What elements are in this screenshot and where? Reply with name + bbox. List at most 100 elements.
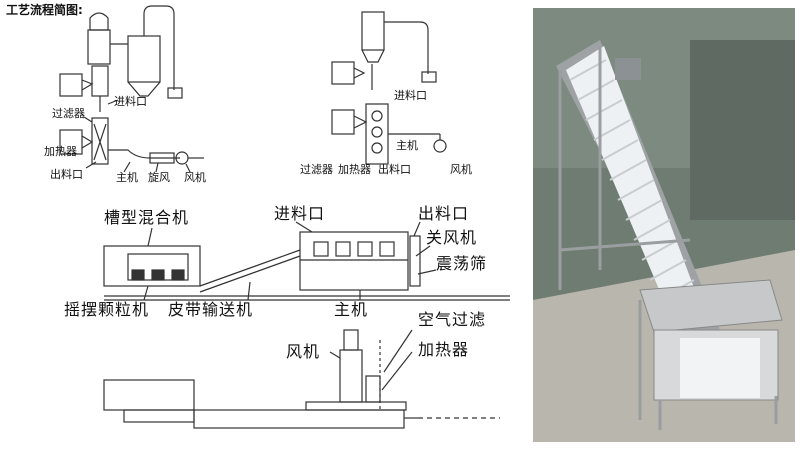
main-b-port1 <box>371 110 383 122</box>
separator-cone <box>127 81 161 97</box>
drive-unit <box>103 379 195 411</box>
diagram-b <box>331 11 447 165</box>
leader-main <box>123 161 131 173</box>
label-air-filter: 空气过滤 <box>418 310 487 329</box>
leader-inlet <box>295 221 313 233</box>
mixer <box>103 245 201 287</box>
leader-outlet <box>85 161 97 169</box>
drive-base <box>123 409 195 423</box>
dryer-window-3 <box>357 241 373 257</box>
label-b-inlet: 进料口 <box>394 89 427 102</box>
label-a-inlet: 进料口 <box>114 95 147 108</box>
cyclone-unit <box>149 152 175 164</box>
label-b-fan: 风机 <box>450 163 472 176</box>
heater-box <box>59 129 83 155</box>
leader-filter <box>83 116 93 123</box>
leader-mixer <box>147 227 153 247</box>
long-trough <box>193 409 405 429</box>
belt-return <box>680 338 760 398</box>
leader-air-filter <box>383 329 413 373</box>
dryer-window-2 <box>335 241 351 257</box>
leader-granulator <box>143 285 149 301</box>
label-a-cyclone: 旋风 <box>148 171 170 184</box>
return-duct <box>143 5 175 90</box>
diagram-a <box>59 5 204 173</box>
label-bottom-fan: 风机 <box>286 342 321 361</box>
leader-heater <box>381 351 413 391</box>
label-b-filter: 过滤器 <box>300 163 333 176</box>
leader-cyclone <box>155 162 159 173</box>
fan-b-top <box>421 71 437 83</box>
leader-close-fan <box>415 245 431 257</box>
belt-cleats <box>569 59 695 301</box>
filter-b-cone2 <box>353 115 368 129</box>
main-cross <box>93 123 107 161</box>
leader-screen <box>417 269 437 275</box>
dryer-window-4 <box>379 241 395 257</box>
belt-upper <box>199 249 301 287</box>
filter-b <box>331 109 355 135</box>
heater-cone <box>81 135 94 149</box>
main-body <box>91 117 109 165</box>
main-chamber <box>91 65 109 97</box>
filter-b-top <box>331 61 355 85</box>
outlet-duct <box>108 149 180 159</box>
label-a-heater: 加热器 <box>44 145 77 158</box>
label-belt-conveyor: 皮带输送机 <box>168 300 254 319</box>
frame-legs <box>558 46 778 430</box>
leader-outlet <box>413 221 421 237</box>
bottom-machine <box>103 329 500 429</box>
filter-box <box>59 73 83 97</box>
label-b-main: 主机 <box>396 139 418 152</box>
belt-lower <box>199 255 301 293</box>
separator-body <box>127 35 161 83</box>
dryer-window-1 <box>313 241 329 257</box>
outlet-column <box>409 235 421 287</box>
cyclone-tower <box>87 29 111 65</box>
granulator-head-2 <box>151 269 165 281</box>
label-vibrating-screen: 震荡筛 <box>436 254 488 273</box>
main-b-port3 <box>371 142 383 154</box>
label-mixer: 槽型混合机 <box>104 208 190 227</box>
label-line-inlet: 进料口 <box>274 204 326 223</box>
diagram-title: 工艺流程简图: <box>6 3 83 17</box>
label-a-main: 主机 <box>116 171 138 184</box>
leader-fan <box>329 351 341 359</box>
label-line-outlet: 出料口 <box>418 204 470 223</box>
main-b <box>365 103 389 165</box>
leader-fan <box>185 163 191 173</box>
main-b-port2 <box>371 126 383 138</box>
fan-top <box>343 329 359 351</box>
conveyor-photo <box>533 8 795 442</box>
granulator-head-3 <box>171 269 185 281</box>
label-a-filter: 过滤器 <box>52 107 85 120</box>
tower-b-cone <box>361 49 385 63</box>
drive-motor <box>615 58 641 80</box>
tower-b <box>361 11 385 51</box>
fan-b <box>433 139 447 153</box>
duct-b <box>384 21 429 74</box>
label-b-heater: 加热器 <box>338 163 371 176</box>
label-line-main: 主机 <box>334 300 369 319</box>
trough-lid <box>305 401 407 411</box>
label-close-fan: 关风机 <box>426 228 478 247</box>
filter-b-cone <box>353 67 366 79</box>
granulator-head-1 <box>131 269 145 281</box>
label-a-outlet: 出料口 <box>50 168 83 181</box>
main-dryer <box>299 231 409 291</box>
cyclone-top <box>89 12 109 31</box>
hopper <box>639 279 783 333</box>
filter-column <box>365 375 381 403</box>
label-b-outlet: 出料口 <box>378 163 411 176</box>
leader-inlet <box>107 99 119 105</box>
photo-door <box>690 40 795 220</box>
leader-belt <box>247 281 251 301</box>
production-line <box>103 221 510 301</box>
label-a-fan: 风机 <box>184 171 206 184</box>
filter-cone <box>81 79 94 91</box>
label-bottom-heater: 加热器 <box>418 340 470 359</box>
small-fan <box>167 87 183 99</box>
fan-column <box>339 349 363 403</box>
label-granulator: 摇摆颗粒机 <box>64 300 150 319</box>
